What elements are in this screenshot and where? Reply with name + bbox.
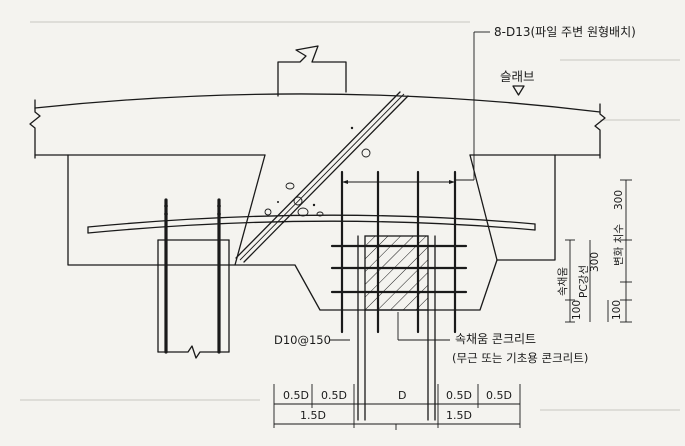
- dim-100-left: 100: [571, 300, 583, 320]
- rebar-callout-text: 8-D13(파일 주변 원형배치): [494, 25, 636, 39]
- right-vertical-dims: [565, 179, 632, 323]
- dim-100-right: 100: [611, 300, 623, 320]
- pc-strand-bar: [87, 214, 536, 234]
- vertical-rebars: [340, 170, 457, 334]
- stirrup-label: D10@150: [274, 333, 331, 347]
- pc-label: PC강선: [578, 265, 590, 298]
- stirrups: [330, 244, 468, 294]
- fill-concrete-note: (무근 또는 기초용 콘크리트): [452, 351, 588, 365]
- dim-1-5d-right: 1.5D: [446, 409, 472, 422]
- slab-label: 슬래브: [500, 69, 535, 84]
- dim-0-5d-1: 0.5D: [283, 389, 309, 402]
- dim-0-5d-4: 0.5D: [486, 389, 512, 402]
- rebar-spacing-dim: [342, 180, 455, 184]
- dim-300-mid: 300: [589, 252, 601, 272]
- existing-pile-left: [157, 198, 230, 359]
- column-stub: [277, 45, 347, 97]
- pile-cap-body: [67, 154, 556, 311]
- bottom-dimensions: [273, 384, 521, 430]
- diagonal-bar: [235, 91, 409, 263]
- fill-concrete-label: 속채움 콘크리트: [455, 332, 536, 346]
- dim-d: D: [398, 389, 406, 402]
- background-bleed: [20, 21, 680, 411]
- rebar-callout-leader: [455, 31, 490, 181]
- dim-0-5d-3: 0.5D: [446, 389, 472, 402]
- aggregate-marks: [264, 126, 371, 224]
- dim-300-top: 300: [613, 190, 625, 210]
- dim-0-5d-2: 0.5D: [321, 389, 347, 402]
- variable-dim-label: 변화 치수: [613, 224, 625, 266]
- slab-outline: [29, 93, 606, 159]
- slab-level-triangle: [512, 85, 525, 96]
- dim-1-5d-left: 1.5D: [300, 409, 326, 422]
- new-pile: [357, 235, 436, 421]
- fill-vertical-label: 속채움: [557, 267, 569, 296]
